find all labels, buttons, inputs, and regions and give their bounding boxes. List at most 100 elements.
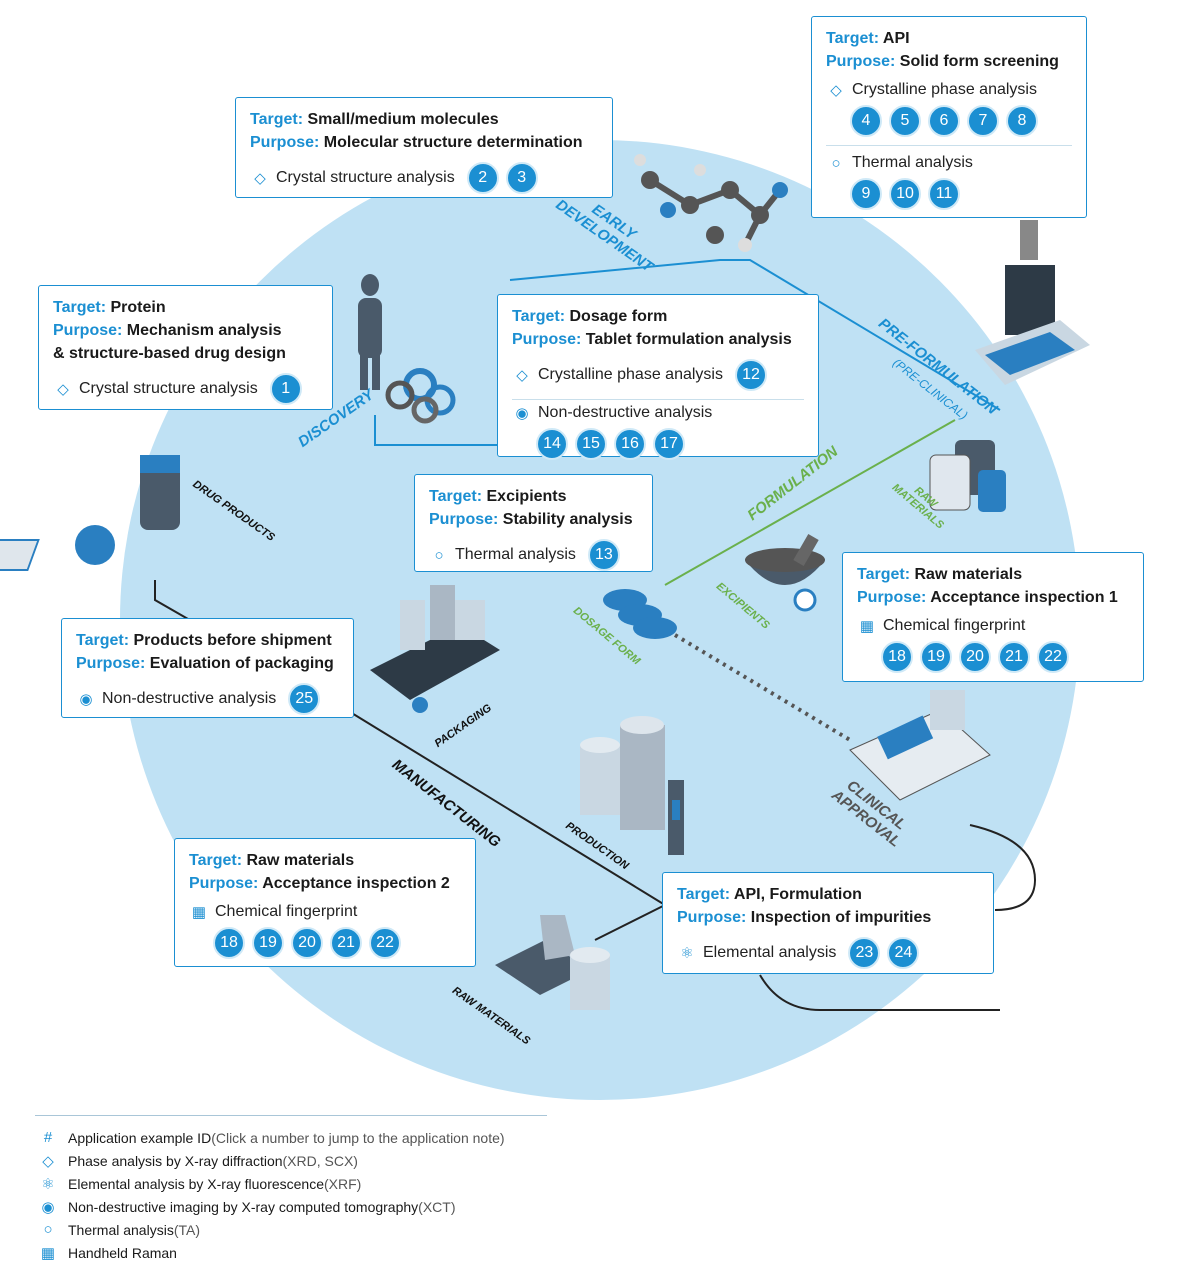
target-value: Protein: [110, 299, 166, 316]
analysis-label: Chemical fingerprint: [883, 617, 1026, 634]
app-id-21[interactable]: 21: [998, 641, 1030, 673]
raman-icon: ▦: [40, 1244, 56, 1262]
raw-materials-jars-illustration: [929, 440, 1006, 512]
app-id-12[interactable]: 12: [734, 359, 767, 391]
mortar-illustration: [745, 534, 825, 612]
purpose-value: Solid form screening: [899, 53, 1059, 70]
app-id-25[interactable]: 25: [288, 683, 321, 715]
app-id-15[interactable]: 15: [575, 428, 607, 460]
card-api: Target: API Purpose: Solid form screenin…: [811, 16, 1087, 218]
diamond-icon: ◇: [42, 1152, 54, 1170]
purpose-value: Evaluation of packaging: [149, 655, 334, 672]
app-id-21[interactable]: 21: [330, 927, 362, 959]
analysis-label: Thermal analysis: [852, 154, 973, 171]
app-id-3[interactable]: 3: [505, 162, 538, 194]
app-id-19[interactable]: 19: [920, 641, 952, 673]
legend-item: ○ Thermal analysis (TA): [35, 1218, 547, 1241]
legend-note: (TA): [173, 1221, 201, 1238]
purpose-key: Purpose:: [53, 322, 123, 339]
divider: [512, 399, 804, 400]
eye-icon: ◉: [79, 691, 93, 708]
legend-note: (XRD, SCX): [282, 1152, 358, 1169]
divider: [826, 145, 1072, 146]
legend-item: ⚛Elemental analysis by X-ray fluorescenc…: [35, 1172, 547, 1195]
legend-note: (Click a number to jump to the applicati…: [211, 1129, 505, 1146]
clinical-loop: [759, 824, 1037, 1011]
app-id-18[interactable]: 18: [213, 927, 245, 959]
app-id-4[interactable]: 4: [850, 105, 882, 137]
purpose-value-continued: & structure-based drug design: [53, 345, 286, 362]
raman-icon: ▦: [859, 618, 875, 635]
diamond-icon: ◇: [830, 82, 842, 99]
legend-main: Phase analysis by X-ray diffraction: [68, 1152, 283, 1169]
app-id-7[interactable]: 7: [967, 105, 999, 137]
hash-icon: #: [43, 1129, 53, 1146]
molecule-illustration: [634, 154, 788, 252]
target-value: API: [882, 30, 910, 47]
eye-icon: ◉: [41, 1198, 55, 1216]
app-id-18[interactable]: 18: [881, 641, 913, 673]
app-id-20[interactable]: 20: [959, 641, 991, 673]
target-key: Target:: [857, 566, 911, 583]
purpose-value: Acceptance inspection 2: [262, 875, 450, 892]
analysis-label: Non-destructive analysis: [102, 690, 277, 707]
raman-icon: ▦: [191, 904, 207, 921]
app-id-24[interactable]: 24: [887, 937, 920, 969]
app-id-2[interactable]: 2: [466, 162, 499, 194]
hospital-bed-illustration: [849, 690, 991, 801]
raw-materials-arrow: [594, 904, 666, 941]
legend-item: ◇ Phase analysis by X-ray diffraction (XR…: [35, 1149, 547, 1172]
card-impurities: Target: API, Formulation Purpose: Inspec…: [662, 872, 994, 974]
app-id-23[interactable]: 23: [848, 937, 881, 969]
app-id-17[interactable]: 17: [653, 428, 685, 460]
app-id-11[interactable]: 11: [928, 178, 960, 210]
purpose-value: Mechanism analysis: [126, 322, 282, 339]
legend-main: Non-destructive imaging by X-ray compute…: [68, 1198, 419, 1215]
app-id-22[interactable]: 22: [369, 927, 401, 959]
target-value: Dosage form: [569, 308, 668, 325]
purpose-key: Purpose:: [857, 589, 927, 606]
target-value: Raw materials: [246, 852, 355, 869]
legend-main: Handheld Raman: [68, 1244, 177, 1261]
purpose-key: Purpose:: [250, 134, 320, 151]
purpose-key: Purpose:: [189, 875, 259, 892]
app-id-16[interactable]: 16: [614, 428, 646, 460]
app-id-10[interactable]: 10: [889, 178, 921, 210]
app-id-9[interactable]: 9: [850, 178, 882, 210]
app-id-1[interactable]: 1: [269, 373, 302, 405]
target-key: Target:: [512, 308, 566, 325]
eye-icon: ◉: [515, 405, 529, 422]
target-key: Target:: [53, 299, 107, 316]
target-key: Target:: [677, 886, 731, 903]
legend-main: Thermal analysis: [68, 1221, 174, 1238]
card-small-molecules: Target: Small/medium molecules Purpose: …: [235, 97, 613, 198]
target-value: Products before shipment: [133, 632, 332, 649]
app-id-19[interactable]: 19: [252, 927, 284, 959]
app-id-13[interactable]: 13: [587, 539, 620, 571]
drug-products-illustration: [0, 455, 180, 571]
app-id-14[interactable]: 14: [536, 428, 568, 460]
app-id-6[interactable]: 6: [928, 105, 960, 137]
thermometer-icon: ○: [43, 1221, 53, 1238]
analysis-label: Crystal structure analysis: [276, 169, 455, 186]
production-tanks-illustration: [580, 716, 684, 855]
legend-item: ▦ Handheld Raman: [35, 1241, 547, 1264]
app-id-22[interactable]: 22: [1037, 641, 1069, 673]
diamond-icon: ◇: [254, 170, 266, 187]
diamond-icon: ◇: [516, 367, 528, 384]
analysis-label: Elemental analysis: [703, 944, 837, 961]
app-id-8[interactable]: 8: [1006, 105, 1038, 137]
analysis-label: Crystalline phase analysis: [852, 81, 1037, 98]
legend-main: Application example ID: [68, 1129, 212, 1146]
atom-icon: ⚛: [41, 1175, 55, 1193]
card-shipment: Target: Products before shipment Purpose…: [61, 618, 354, 718]
discovery-connector: [374, 259, 1001, 446]
clinical-dotted-connector: [673, 633, 852, 742]
target-key: Target:: [189, 852, 243, 869]
raw-materials-bottom-illustration: [495, 915, 610, 1010]
purpose-key: Purpose:: [826, 53, 896, 70]
app-id-20[interactable]: 20: [291, 927, 323, 959]
purpose-key: Purpose:: [512, 331, 582, 348]
analysis-label: Non-destructive analysis: [538, 404, 713, 421]
app-id-5[interactable]: 5: [889, 105, 921, 137]
